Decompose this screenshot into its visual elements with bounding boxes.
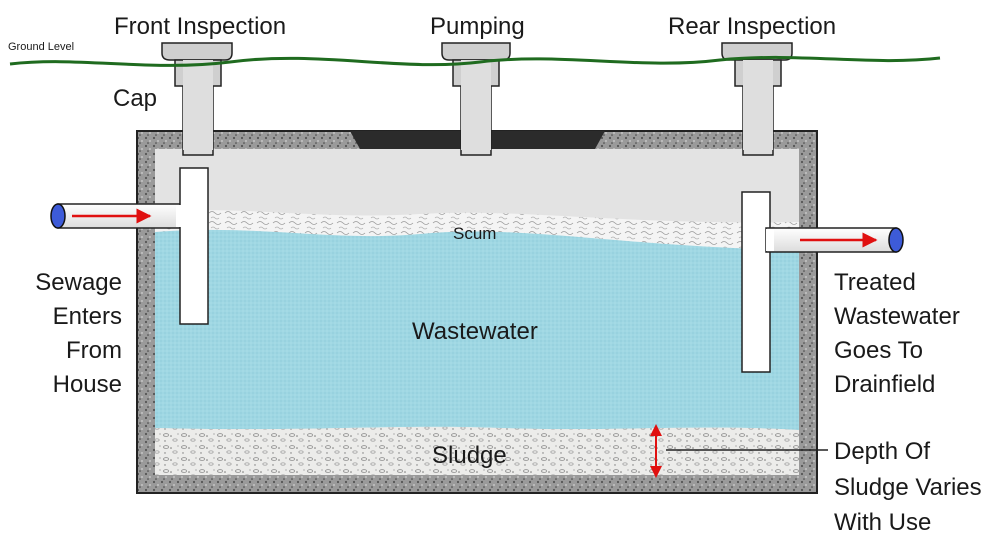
sewage-enters-line: Sewage (35, 269, 122, 296)
front-inspection-label: Front Inspection (114, 13, 286, 40)
outlet-pipe-opening (888, 227, 904, 253)
depth-of-sludge-label: Depth Of Sludge Varies With Use (834, 438, 982, 536)
depth-of-sludge-line: Sludge Varies (834, 474, 982, 501)
inlet-pipe (50, 167, 209, 325)
pumping-label: Pumping (430, 13, 525, 40)
sludge-depth-indicator (650, 424, 828, 478)
depth-of-sludge-line: With Use (834, 509, 931, 536)
sewage-enters-line: Enters (53, 303, 122, 330)
wastewater-layer (155, 227, 799, 430)
pumping-riser (441, 42, 511, 156)
ground-level-label: Ground Level (8, 41, 74, 53)
sewage-enters-line: From (66, 337, 122, 364)
treated-wastewater-line: Drainfield (834, 371, 935, 398)
inlet-pipe-opening (50, 203, 66, 229)
sewage-enters-line: House (53, 371, 122, 398)
treated-wastewater-line: Treated (834, 269, 916, 296)
sewage-enters-label: Sewage Enters From House (35, 269, 122, 398)
scum-layer (155, 210, 799, 250)
depth-of-sludge-line: Depth Of (834, 438, 930, 465)
sludge-label: Sludge (432, 442, 507, 469)
treated-wastewater-line: Wastewater (834, 303, 960, 330)
ground-line (9, 55, 941, 67)
treated-wastewater-label: Treated Wastewater Goes To Drainfield (834, 269, 960, 398)
scum-label: Scum (453, 224, 496, 243)
outlet-pipe (741, 191, 904, 373)
treated-wastewater-line: Goes To (834, 337, 923, 364)
sludge-layer (155, 426, 799, 475)
rear-inspection-label: Rear Inspection (668, 13, 836, 40)
cap-label: Cap (113, 85, 157, 112)
rear-inspection-riser (721, 42, 793, 156)
wastewater-label: Wastewater (412, 318, 538, 345)
